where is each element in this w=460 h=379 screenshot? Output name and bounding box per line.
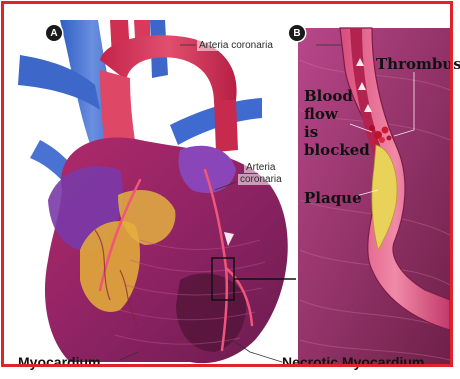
label-blood-flow-2: flow [304, 106, 338, 123]
label-blood-flow-3: is [304, 124, 318, 141]
panel-b-badge: B [289, 25, 305, 41]
label-arteria-coronaria-mid-2: coronaria [238, 174, 284, 185]
label-necrotic-myocardium: Necrotic Myocardium [282, 354, 424, 370]
label-thrombus: Thrombus [376, 56, 460, 73]
label-plaque: Plaque [304, 190, 362, 207]
label-blood-flow-1: Blood [304, 88, 353, 105]
panel-a-badge: A [46, 25, 62, 41]
label-myocardium: Myocardium [18, 354, 100, 370]
label-blood-flow-4: blocked [304, 142, 370, 159]
label-arteria-coronaria-mid-1: Arteria [244, 162, 277, 173]
label-arteria-coronaria-top: Arteria coronaria [197, 40, 275, 51]
